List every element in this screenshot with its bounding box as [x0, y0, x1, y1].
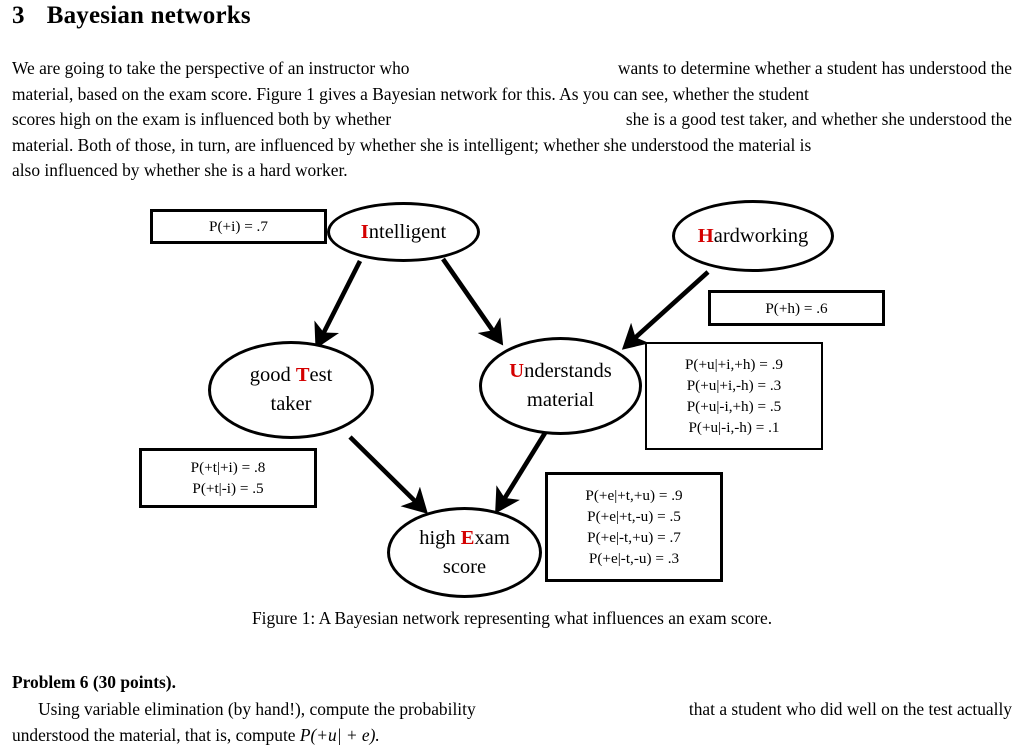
intro-line-1: We are going to take the perspective of … — [12, 56, 1012, 82]
cpt-understands-row-4: P(+u|-i,-h) = .1 — [688, 419, 780, 436]
node-hardworking[interactable]: Hardworking — [672, 200, 834, 272]
node-hardworking-rest: ardworking — [713, 224, 809, 247]
edge-test-taker-exam — [348, 435, 428, 514]
cpt-understands-row-1: P(+u|+i,+h) = .9 — [684, 356, 784, 373]
cpt-understands-material: P(+u|+i,+h) = .9 P(+u|+i,-h) = .3 P(+u|-… — [645, 342, 823, 450]
intro-line-5: also influenced by whether she is a hard… — [12, 160, 348, 180]
problem-line-1-left: Using variable elimination (by hand!), c… — [12, 699, 476, 719]
cpt-exam-row-4: P(+e|-t,-u) = .3 — [588, 550, 680, 567]
node-test-taker-rest: est — [309, 364, 333, 386]
cpt-understands-row-2: P(+u|+i,-h) = .3 — [686, 377, 782, 394]
node-test-taker-label-2: taker — [270, 393, 312, 415]
problem-line-2-text: understood the material, that is, comput… — [12, 724, 300, 745]
edge-understands-exam — [495, 431, 547, 514]
node-intelligent-label: Intelligent — [361, 219, 446, 246]
problem-line-1-right: that a student who did well on the test … — [688, 699, 1012, 719]
page-title: 3 Bayesian networks — [12, 2, 251, 30]
node-understands-label-2: material — [526, 389, 595, 411]
node-intelligent-capital: I — [360, 220, 369, 243]
node-understands-rest: nderstands — [524, 360, 612, 382]
cpt-understands-row-3: P(+u|-i,+h) = .5 — [686, 398, 782, 415]
intro-paragraph: We are going to take the perspective of … — [12, 56, 1012, 184]
cpt-exam-row-2: P(+e|+t,-u) = .5 — [587, 508, 681, 525]
node-intelligent-rest: ntelligent — [368, 220, 447, 243]
cpt-hardworking-row-1: P(+h) = .6 — [765, 299, 828, 317]
node-test-taker-prefix: good — [249, 364, 296, 386]
cpt-test-taker: P(+t|+i) = .8 P(+t|-i) = .5 — [139, 448, 317, 508]
node-exam-label-2: score — [442, 555, 487, 578]
problem-body: Using variable elimination (by hand!), c… — [12, 697, 1012, 748]
intro-line-4: material. Both of those, in turn, are in… — [12, 134, 812, 155]
node-exam-label: high Exam — [419, 525, 510, 552]
problem-inline-math: P(+u| + e). — [299, 724, 380, 745]
node-understands-material[interactable]: Understands material — [479, 337, 642, 435]
edge-intelligent-understands — [441, 257, 504, 346]
node-exam-capital: E — [460, 526, 475, 549]
node-intelligent[interactable]: Intelligent — [327, 202, 480, 262]
intro-line-3-right: she is a good test taker, and whether sh… — [625, 109, 1012, 129]
node-test-taker-label: good Test — [250, 362, 333, 389]
node-test-taker[interactable]: good Test taker — [208, 341, 374, 439]
cpt-intelligent-row-1: P(+i) = .7 — [209, 218, 268, 235]
node-high-exam-score[interactable]: high Exam score — [387, 507, 542, 598]
node-understands-label: Understands — [509, 358, 612, 385]
cpt-test-taker-row-1: P(+t|+i) = .8 — [190, 459, 266, 476]
intro-line-3-left: scores high on the exam is influenced bo… — [12, 109, 392, 129]
node-hardworking-capital: H — [697, 224, 714, 247]
node-test-taker-capital: T — [295, 364, 310, 386]
intro-line-1-left: We are going to take the perspective of … — [12, 58, 410, 78]
node-exam-rest: xam — [474, 526, 510, 549]
cpt-exam-row-1: P(+e|+t,+u) = .9 — [585, 487, 683, 504]
figure-caption: Figure 1: A Bayesian network representin… — [251, 608, 773, 628]
intro-line-1-right: wants to determine whether a student has… — [617, 58, 1012, 78]
edge-intelligent-test-taker — [314, 259, 363, 349]
cpt-intelligent: P(+i) = .7 — [150, 209, 327, 244]
section-title: Bayesian networks — [46, 2, 251, 29]
problem-heading: Problem 6 (30 points). — [12, 672, 176, 692]
cpt-test-taker-row-2: P(+t|-i) = .5 — [192, 480, 264, 497]
section-number: 3 — [12, 2, 25, 29]
bayes-network-figure: Intelligent Hardworking good Test taker … — [0, 193, 1024, 613]
node-exam-prefix: high — [419, 526, 461, 549]
problem-line-1: Using variable elimination (by hand!), c… — [12, 697, 1012, 723]
problem-line-2: understood the material, that is, comput… — [12, 723, 1012, 749]
intro-line-3: scores high on the exam is influenced bo… — [12, 107, 1012, 133]
cpt-high-exam-score: P(+e|+t,+u) = .9 P(+e|+t,-u) = .5 P(+e|-… — [545, 472, 723, 582]
node-hardworking-label: Hardworking — [698, 223, 808, 250]
network-edges — [314, 257, 710, 514]
node-understands-capital: U — [509, 360, 525, 382]
intro-line-2: material, based on the exam score. Figur… — [12, 83, 809, 104]
cpt-hardworking: P(+h) = .6 — [708, 290, 885, 326]
edge-hardworking-understands — [621, 270, 710, 350]
cpt-exam-row-3: P(+e|-t,+u) = .7 — [587, 529, 681, 546]
